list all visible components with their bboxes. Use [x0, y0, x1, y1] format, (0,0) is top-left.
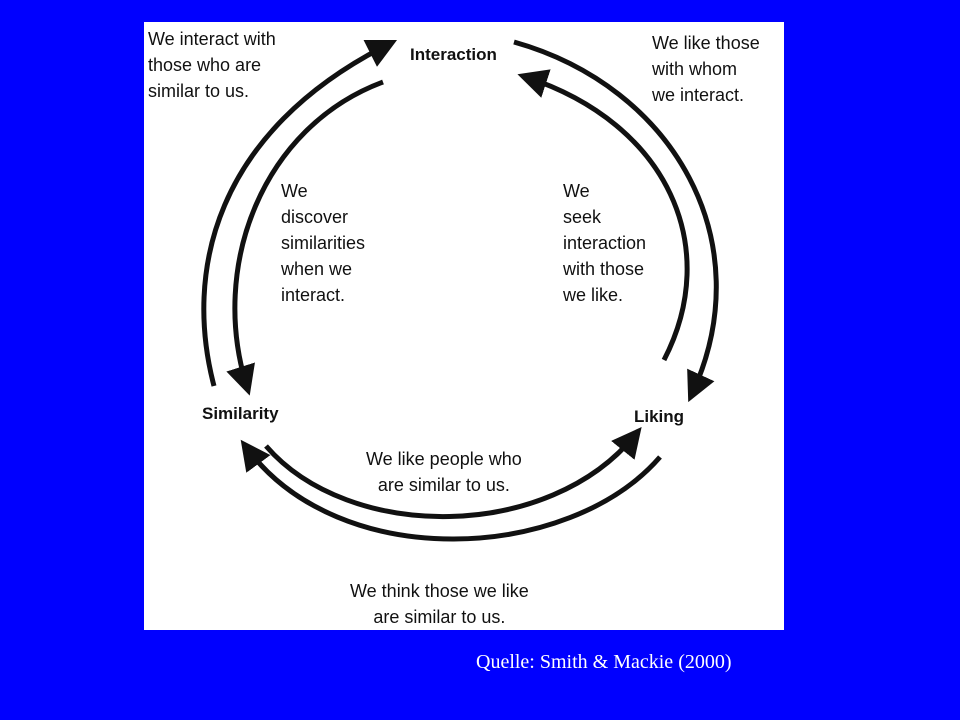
outer-label-bottom: We think those we like are similar to us…: [350, 581, 529, 627]
inner-arrow-interaction-to-similarity: [226, 79, 384, 396]
inner-label-left: We discover similarities when we interac…: [281, 181, 366, 305]
inner-arrow-similarity-to-liking: [264, 426, 642, 519]
outer-arrow-interaction-to-liking: [513, 39, 719, 403]
outer-label-top-left: We interact with those who are similar t…: [148, 29, 276, 101]
node-interaction-label: Interaction: [410, 45, 497, 64]
diagram-panel: Interaction Similarity Liking We interac…: [144, 22, 784, 630]
cycle-diagram: [201, 39, 719, 542]
source-caption: Quelle: Smith & Mackie (2000): [476, 651, 732, 673]
node-similarity-label: Similarity: [202, 404, 279, 423]
inner-arrow-liking-to-interaction: [517, 69, 690, 362]
outer-label-top-right: We like those with whom we interact.: [652, 33, 760, 105]
outer-arrow-liking-to-similarity: [240, 439, 662, 542]
outer-arrow-similarity-to-interaction: [201, 39, 398, 387]
node-liking-label: Liking: [634, 407, 685, 426]
inner-label-right: We seek interaction with those we like.: [563, 181, 647, 305]
inner-label-bottom: We like people who are similar to us.: [366, 449, 522, 495]
